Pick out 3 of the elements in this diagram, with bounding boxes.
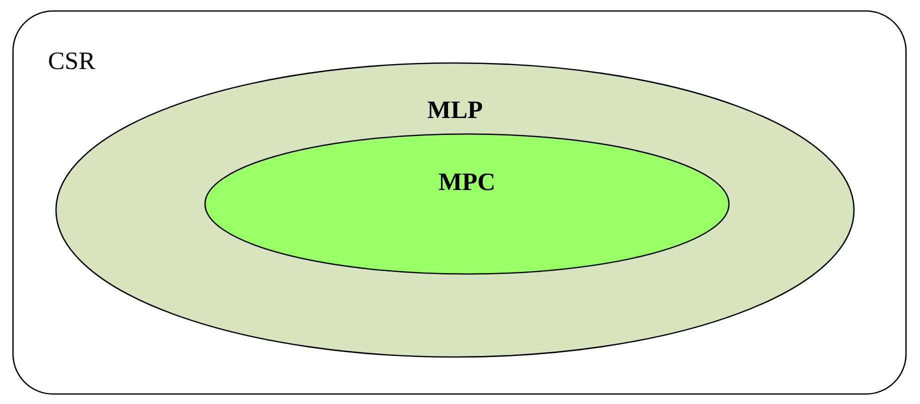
- set-label: MLP: [427, 97, 483, 125]
- set-label: CSR: [48, 48, 96, 76]
- set-label: MPC: [438, 169, 496, 197]
